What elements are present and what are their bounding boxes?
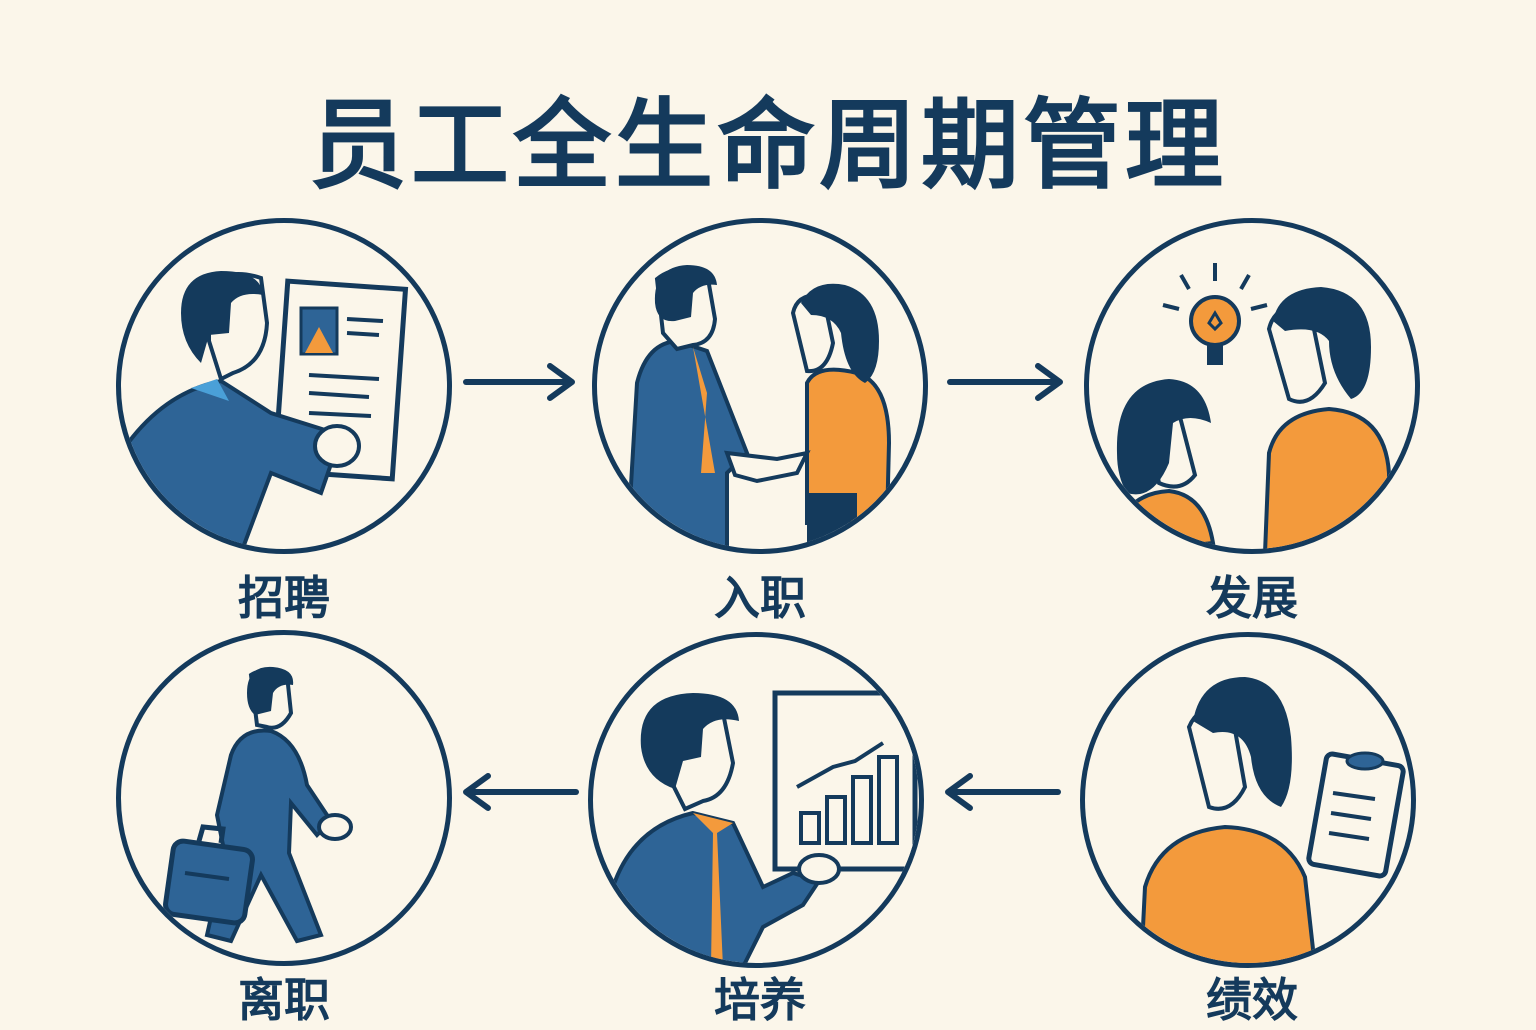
stage-label-training: 培养	[714, 973, 806, 1027]
arrow-right-icon	[463, 363, 575, 401]
stage-recruitment	[116, 218, 452, 554]
lightbulb-icon	[1162, 263, 1268, 365]
arrow-left-icon	[945, 773, 1061, 811]
briefcase-icon	[163, 824, 255, 926]
stage-label-recruitment: 招聘	[238, 571, 330, 625]
stage-label-development: 发展	[1206, 571, 1298, 625]
onboarding-illustration	[625, 265, 892, 549]
stage-development	[1084, 218, 1420, 554]
training-illustration	[605, 690, 918, 963]
bar-chart-icon	[796, 741, 899, 845]
stage-offboarding	[116, 630, 452, 966]
stage-label-onboarding: 入职	[714, 571, 806, 625]
stage-label-performance: 绩效	[1206, 973, 1298, 1027]
stage-onboarding	[592, 218, 928, 554]
stage-training	[588, 632, 924, 968]
stage-performance	[1080, 632, 1416, 968]
performance-illustration	[1139, 677, 1406, 963]
development-illustration	[1116, 263, 1391, 549]
arrow-left-icon	[463, 773, 579, 811]
offboarding-illustration	[163, 666, 353, 944]
recruitment-illustration	[121, 271, 409, 549]
clipboard-icon	[1306, 751, 1406, 879]
arrow-right-icon	[947, 363, 1063, 401]
page-title: 员工全生命周期管理	[308, 89, 1227, 203]
stage-label-offboarding: 离职	[238, 973, 330, 1027]
